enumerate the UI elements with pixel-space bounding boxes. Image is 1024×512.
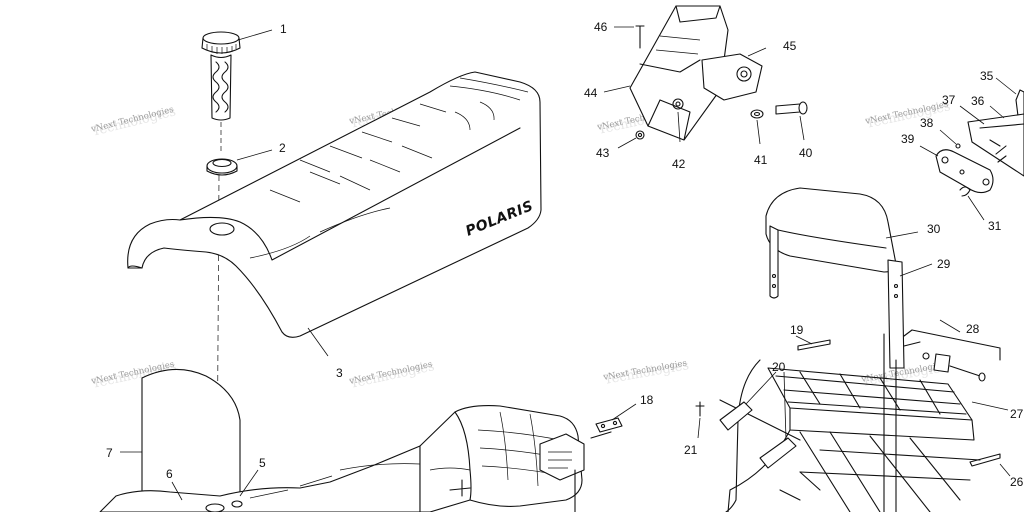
part-label-45: 46 bbox=[594, 20, 608, 34]
part-label-39: 39 bbox=[901, 132, 915, 146]
part-label-27: 27 bbox=[1010, 407, 1024, 421]
part-label-21: 21 bbox=[684, 443, 698, 457]
part-label-6: 6 bbox=[166, 467, 173, 481]
part-label-1: 1 bbox=[280, 22, 287, 36]
part-label-36: 36 bbox=[971, 94, 985, 108]
luggage-rack-part: 28 19 20 21 27 26 bbox=[684, 319, 1024, 512]
part-label-42: 42 bbox=[672, 157, 686, 171]
shield-part: 7 bbox=[106, 368, 241, 512]
part-label-19: 19 bbox=[790, 323, 804, 337]
part-label-46: 45 bbox=[783, 39, 797, 53]
backrest-part: 30 29 bbox=[765, 187, 951, 369]
part-label-20: 20 bbox=[772, 360, 786, 374]
part-label-3: 3 bbox=[336, 366, 343, 380]
part-label-37: 37 bbox=[942, 93, 956, 107]
part-label-26: 26 bbox=[1010, 475, 1024, 489]
part-label-29: 29 bbox=[937, 257, 951, 271]
hinge-plate-part: 35 37 36 38 39 31 bbox=[901, 69, 1024, 233]
fuel-tank-part: 18 bbox=[339, 393, 654, 512]
part-label-35: 35 bbox=[980, 69, 994, 83]
fuel-cap-part: 1 bbox=[201, 22, 287, 121]
part-label-44: 44 bbox=[584, 86, 598, 100]
part-label-40: 40 bbox=[799, 146, 813, 160]
part-label-43: 43 bbox=[596, 146, 610, 160]
grommet-part: 2 bbox=[206, 141, 286, 176]
seat-part: POLARIS 3 bbox=[127, 71, 542, 380]
part-label-7: 7 bbox=[106, 446, 113, 460]
part-label-38: 38 bbox=[920, 116, 934, 130]
part-label-41: 41 bbox=[754, 153, 768, 167]
part-label-5: 5 bbox=[259, 456, 266, 470]
part-label-30: 30 bbox=[927, 222, 941, 236]
part-label-2: 2 bbox=[279, 141, 286, 155]
taillight-bracket-part: 46 45 44 43 42 41 40 bbox=[584, 5, 813, 171]
part-label-18: 18 bbox=[640, 393, 654, 407]
part-label-31: 31 bbox=[988, 219, 1002, 233]
tank-base-part: 6 5 bbox=[99, 445, 421, 512]
part-label-28: 28 bbox=[966, 322, 980, 336]
